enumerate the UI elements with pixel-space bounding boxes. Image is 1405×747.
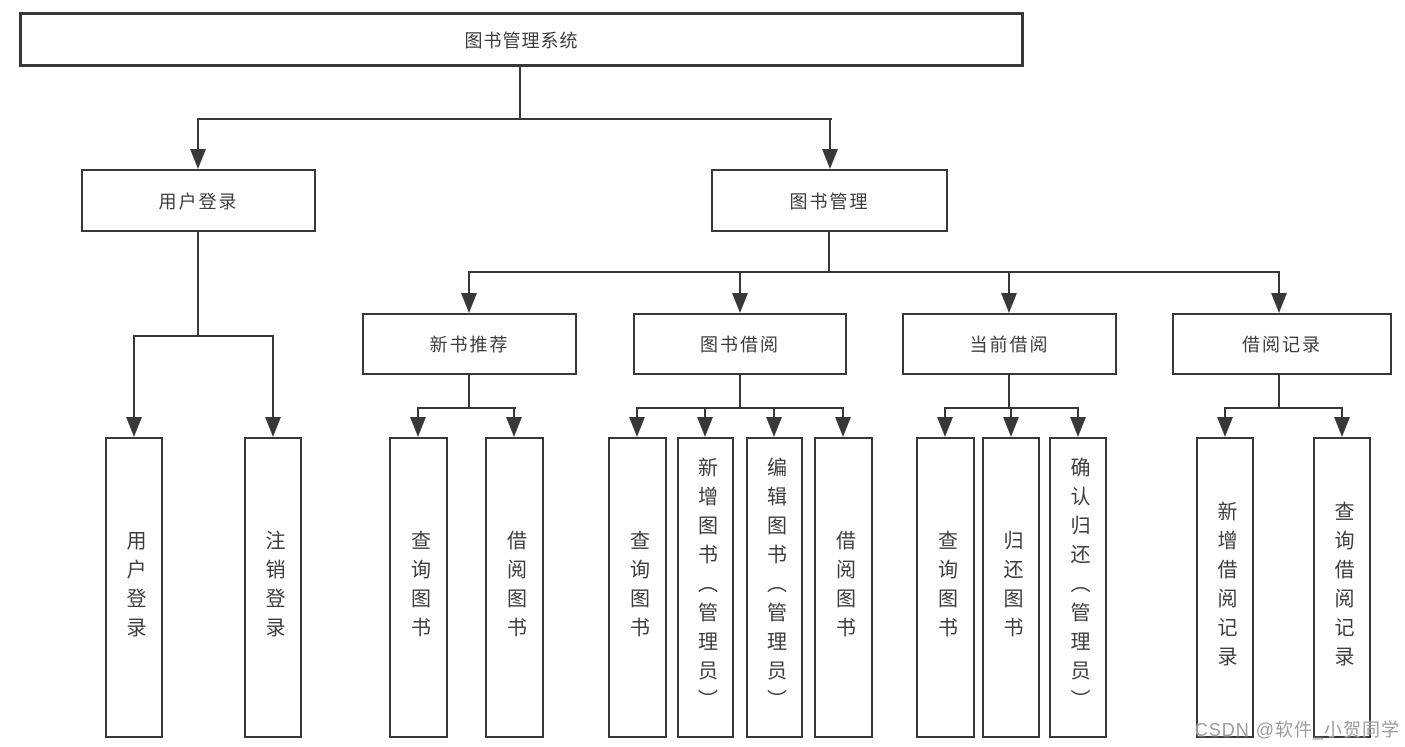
branch-user-login: 用户登录 [81, 169, 316, 232]
connector-line [417, 407, 419, 419]
arrow-down-icon [1001, 293, 1017, 313]
arrow-down-icon [629, 417, 645, 437]
connector-line [133, 335, 274, 337]
arrow-down-icon [937, 417, 953, 437]
section-current-borrow: 当前借阅 [902, 313, 1117, 375]
connector-line [197, 118, 199, 152]
connector-line [1008, 374, 1010, 409]
connector-line [1010, 407, 1012, 419]
leaf-current-return-books: 归还图书 [982, 437, 1040, 738]
connector-line [704, 407, 706, 419]
arrow-down-icon [766, 417, 782, 437]
branch-book-mgmt: 图书管理 [711, 169, 948, 232]
arrow-down-icon [265, 417, 281, 437]
connector-line [1224, 407, 1226, 419]
arrow-down-icon [732, 293, 748, 313]
connector-line [739, 271, 741, 295]
arrow-down-icon [506, 417, 522, 437]
leaf-current-query-books: 查询图书 [916, 437, 975, 738]
connector-line [1077, 407, 1079, 419]
arrow-down-icon [1003, 417, 1019, 437]
connector-line [1224, 407, 1343, 409]
arrow-down-icon [697, 417, 713, 437]
arrow-down-icon [1271, 293, 1287, 313]
arrow-down-icon [190, 149, 206, 169]
connector-line [468, 271, 470, 295]
arrow-down-icon [822, 149, 838, 169]
connector-line [519, 67, 521, 120]
arrow-down-icon [461, 293, 477, 313]
connector-line [1278, 271, 1280, 295]
leaf-newbook-query-books: 查询图书 [389, 437, 448, 738]
connector-line [828, 232, 830, 273]
connector-line [468, 374, 470, 409]
leaf-borrow-query-books: 查询图书 [608, 437, 667, 738]
watermark: CSDN @软件_小贺同学 [1194, 720, 1400, 740]
arrow-down-icon [1334, 417, 1350, 437]
arrow-down-icon [1070, 417, 1086, 437]
arrow-down-icon [126, 417, 142, 437]
leaf-borrow-edit-books-admin: 编辑图书（管理员） [746, 437, 803, 738]
connector-line [1008, 271, 1010, 295]
connector-line [197, 232, 199, 337]
leaf-current-confirm-return-admin: 确认归还（管理员） [1049, 437, 1107, 738]
leaf-logout: 注销登录 [244, 437, 302, 738]
arrow-down-icon [835, 417, 851, 437]
connector-line [1341, 407, 1343, 419]
section-new-book-rec: 新书推荐 [362, 313, 577, 375]
leaf-borrow-add-books-admin: 新增图书（管理员） [677, 437, 734, 738]
section-borrow-records: 借阅记录 [1172, 313, 1392, 375]
connector-line [272, 335, 274, 419]
leaf-borrow-borrow-books: 借阅图书 [814, 437, 873, 738]
connector-line [417, 407, 516, 409]
connector-line [636, 407, 844, 409]
connector-line [1278, 374, 1280, 409]
connector-line [133, 335, 135, 419]
connector-line [636, 407, 638, 419]
arrow-down-icon [1217, 417, 1233, 437]
connector-line [513, 407, 515, 419]
arrow-down-icon [410, 417, 426, 437]
connector-line [197, 118, 832, 120]
connector-line [944, 407, 946, 419]
section-book-borrow: 图书借阅 [633, 313, 847, 375]
connector-line [829, 118, 831, 152]
leaf-records-query-record: 查询借阅记录 [1313, 437, 1371, 738]
root-node-library-system: 图书管理系统 [19, 12, 1024, 67]
connector-line [468, 271, 1280, 273]
leaf-user-login: 用户登录 [105, 437, 163, 738]
connector-line [842, 407, 844, 419]
leaf-newbook-borrow-books: 借阅图书 [485, 437, 544, 738]
connector-line [739, 374, 741, 409]
leaf-records-add-record: 新增借阅记录 [1196, 437, 1254, 738]
connector-line [773, 407, 775, 419]
